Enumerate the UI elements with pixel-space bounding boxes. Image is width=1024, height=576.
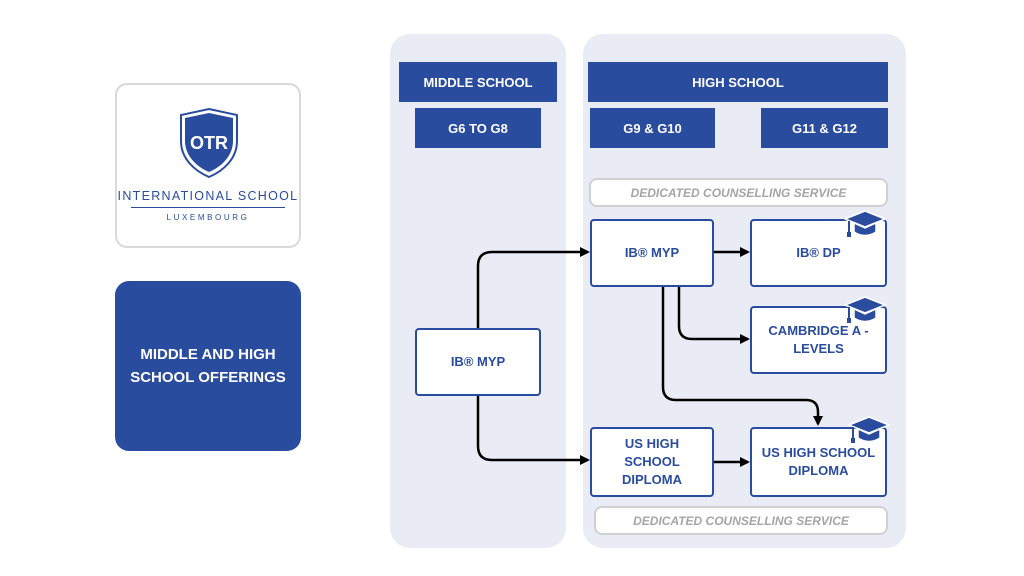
arrow-myp-to-cambridge	[677, 287, 750, 344]
arrow-myp-to-us-diploma-upper	[661, 287, 823, 426]
shield-logo-icon: OTR	[180, 107, 238, 179]
graduation-cap-icon	[844, 296, 886, 323]
grade-g9-g10: G9 & G10	[590, 108, 715, 148]
offerings-title: MIDDLE AND HIGH SCHOOL OFFERINGS	[130, 346, 286, 386]
counselling-service-top: DEDICATED COUNSELLING SERVICE	[589, 178, 888, 207]
logo-city: LUXEMBOURG	[166, 213, 250, 222]
arrow-ms-myp-to-hs-myp	[476, 247, 590, 328]
graduation-cap-icon	[844, 210, 886, 237]
arrow-ms-myp-to-us-diploma	[476, 396, 590, 465]
grade-g11-g12: G11 & G12	[761, 108, 888, 148]
school-logo-card: OTR INTERNATIONAL SCHOOL LUXEMBOURG	[115, 83, 301, 248]
middle-school-header: MIDDLE SCHOOL	[399, 62, 557, 102]
graduation-cap-icon	[848, 416, 890, 443]
high-school-header: HIGH SCHOOL	[588, 62, 888, 102]
node-us-hs-diploma-lower: US HIGH SCHOOL DIPLOMA	[590, 427, 714, 497]
node-hs-ib-myp: IB® MYP	[590, 219, 714, 287]
node-ms-ib-myp: IB® MYP	[415, 328, 541, 396]
logo-school-name: INTERNATIONAL SCHOOL	[117, 189, 299, 203]
logo-initials: OTR	[190, 133, 228, 153]
offerings-title-card: MIDDLE AND HIGH SCHOOL OFFERINGS	[115, 281, 301, 451]
counselling-service-bottom: DEDICATED COUNSELLING SERVICE	[594, 506, 888, 535]
logo-divider	[131, 207, 285, 208]
grade-g6-g8: G6 TO G8	[415, 108, 541, 148]
